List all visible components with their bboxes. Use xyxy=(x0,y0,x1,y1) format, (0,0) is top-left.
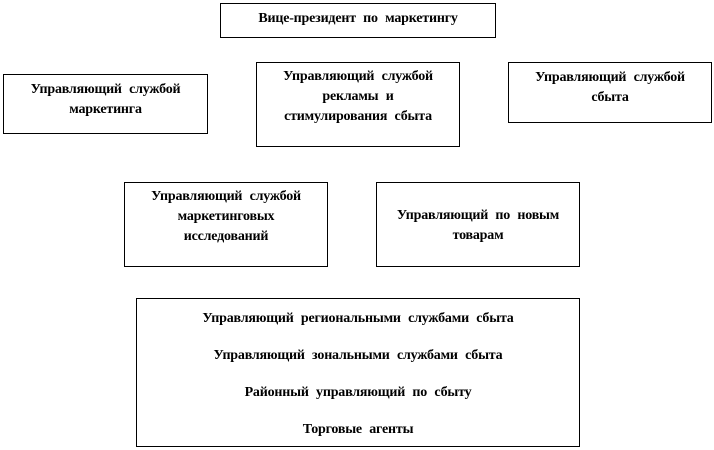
vice-president-box: Вице-президент по маркетингу xyxy=(220,3,496,38)
vice-president-label: Вице-президент по маркетингу xyxy=(258,11,458,26)
box-line: Управляющий службой xyxy=(283,69,433,84)
box-line: Управляющий службой xyxy=(30,82,181,97)
marketing-service-manager-box: Управляющий службой маркетинга xyxy=(3,74,208,134)
new-products-manager-box: Управляющий по новым товарам xyxy=(376,182,580,267)
box-line: сбыта xyxy=(591,90,629,105)
box-line: рекламы и xyxy=(322,89,394,104)
box-line: стимулирования сбыта xyxy=(284,109,432,124)
regional-sales-manager: Управляющий региональными службами сбыта xyxy=(202,311,514,326)
sales-hierarchy-box: Управляющий региональными службами сбыта… xyxy=(136,298,580,447)
box-line: маркетинговых xyxy=(177,209,275,224)
marketing-research-manager-box: Управляющий службой маркетинговых исслед… xyxy=(124,182,328,267)
district-sales-manager: Районный управляющий по сбыту xyxy=(244,385,472,400)
box-line: маркетинга xyxy=(69,102,142,117)
zonal-sales-manager: Управляющий зональными службами сбыта xyxy=(213,348,503,363)
box-line: Управляющий по новым xyxy=(396,208,560,223)
box-line: исследований xyxy=(183,229,269,244)
box-line: товарам xyxy=(452,228,504,243)
advertising-manager-box: Управляющий службой рекламы и стимулиров… xyxy=(256,62,460,147)
box-line: Управляющий службой xyxy=(535,70,685,85)
sales-agents: Торговые агенты xyxy=(302,422,414,437)
sales-service-manager-box: Управляющий службой сбыта xyxy=(508,62,712,123)
box-line: Управляющий службой xyxy=(151,189,301,204)
